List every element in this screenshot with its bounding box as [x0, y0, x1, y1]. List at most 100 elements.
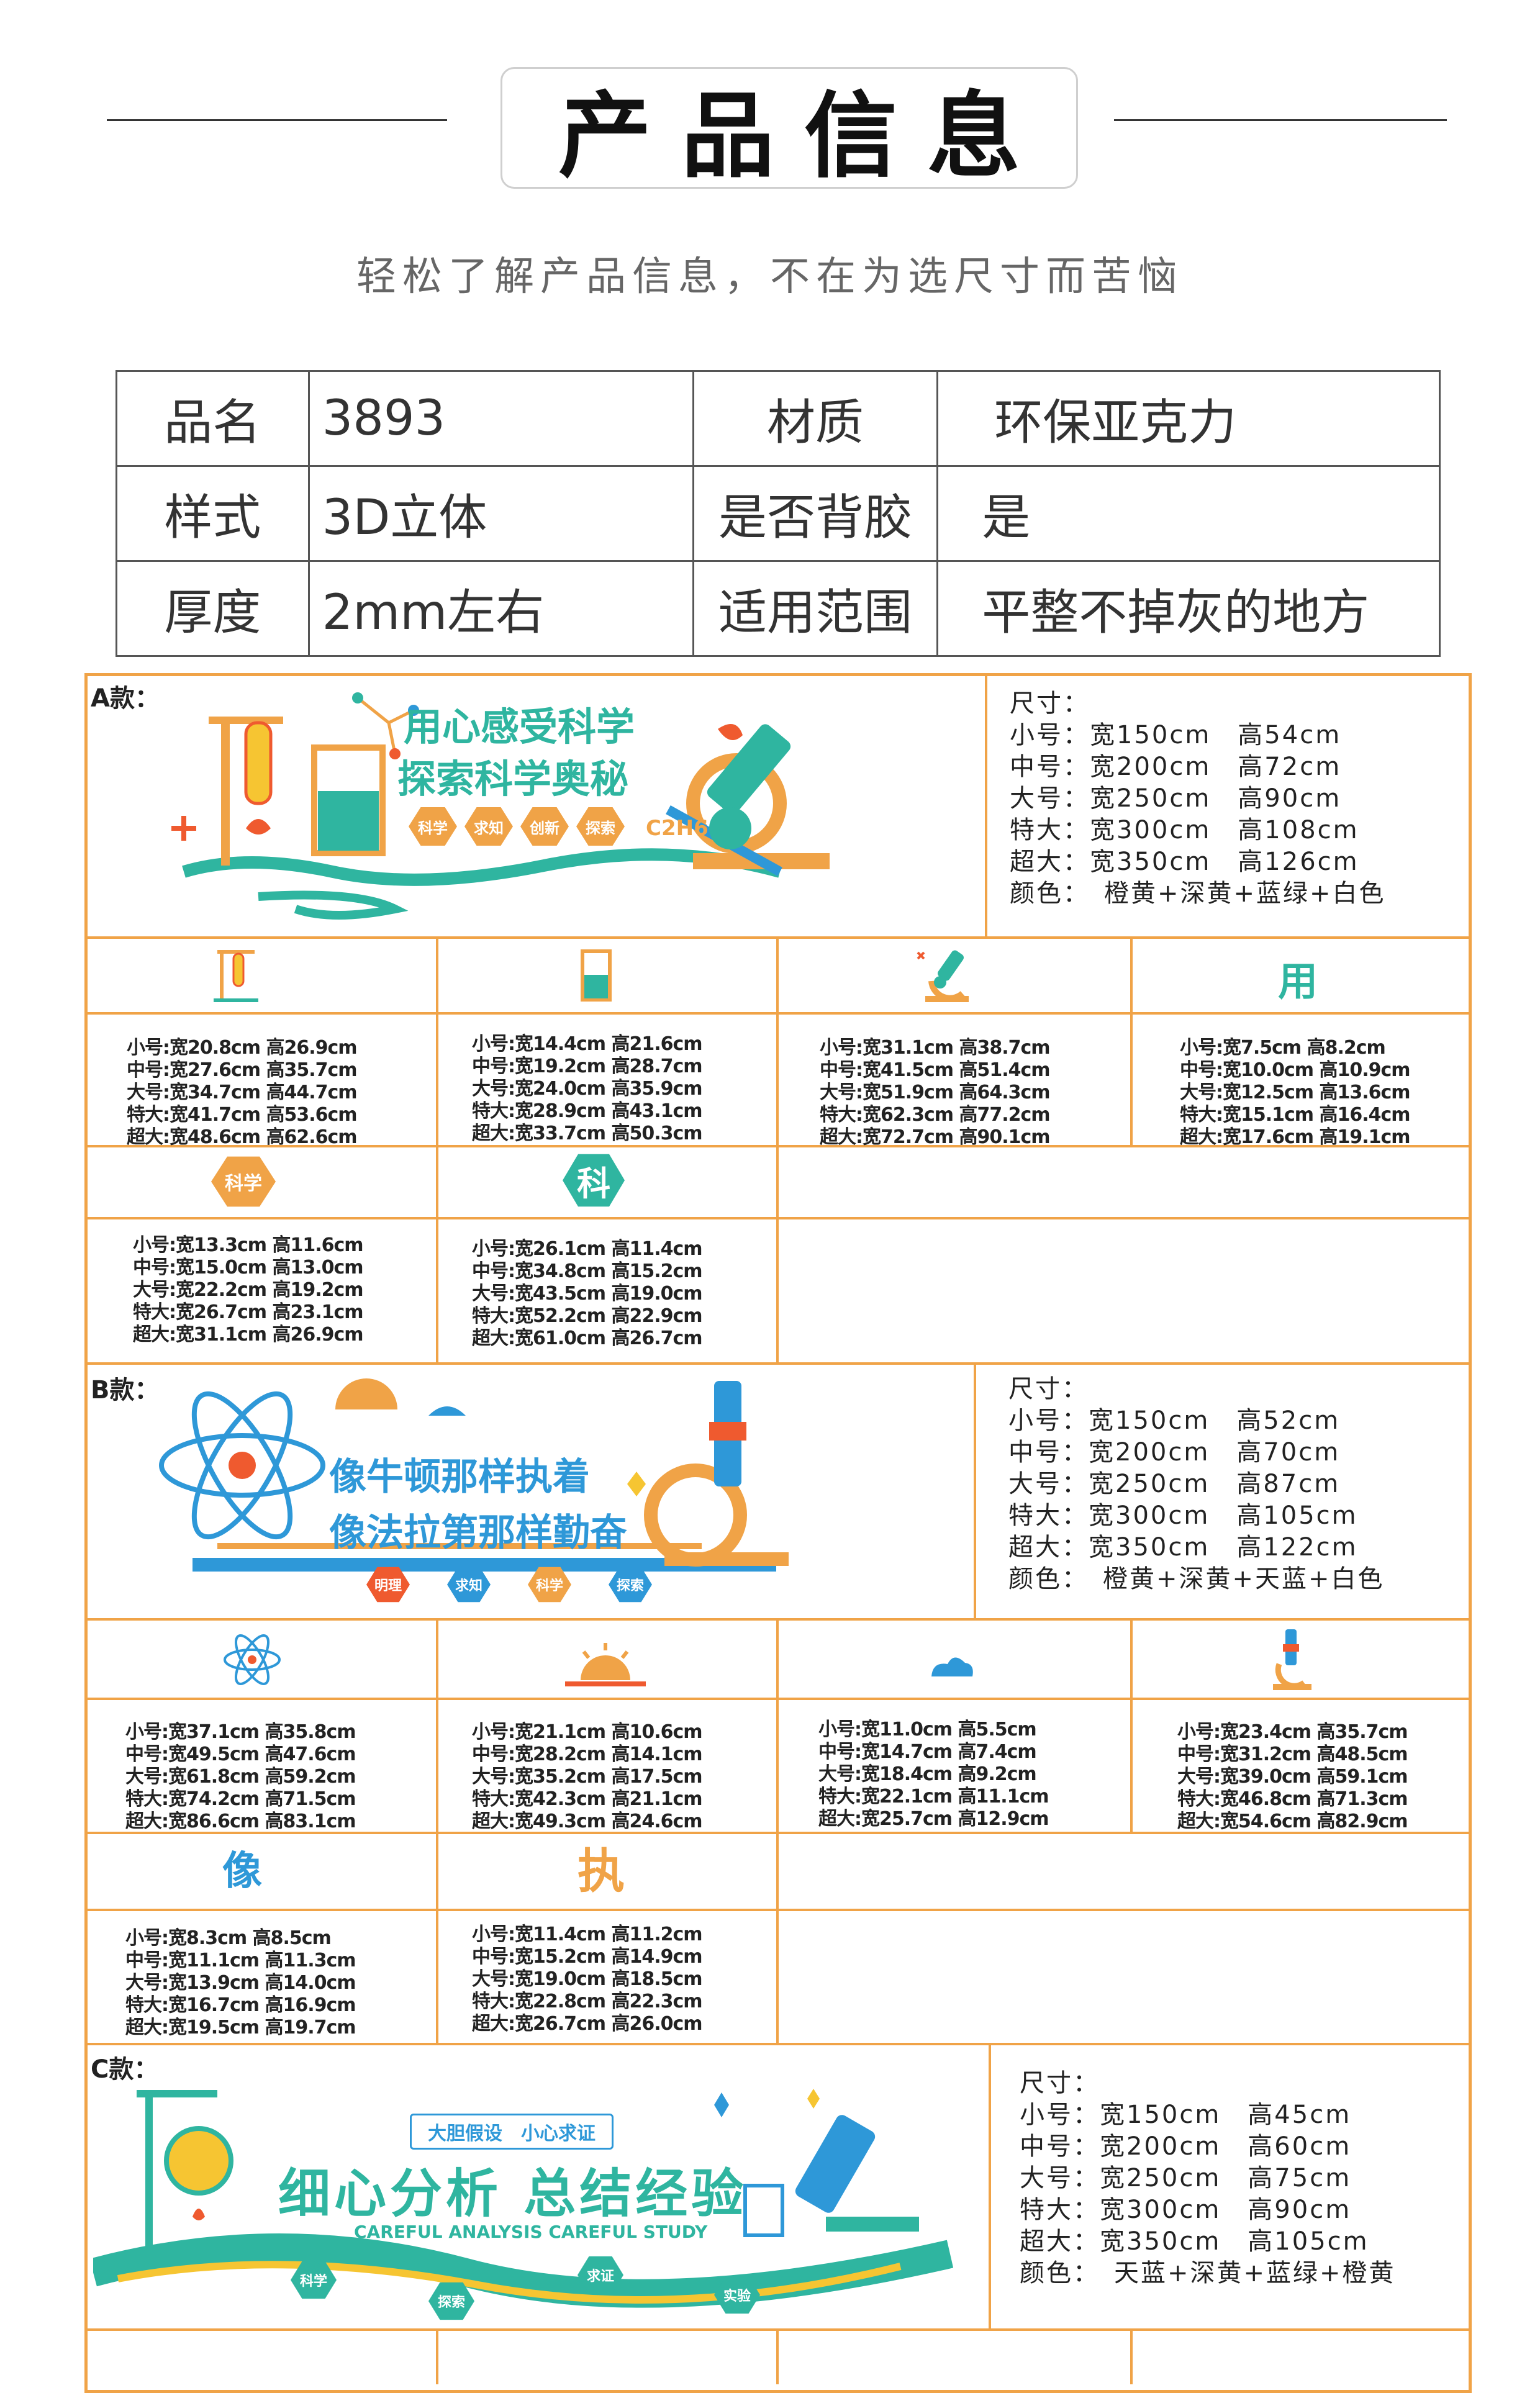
grid-line	[989, 2043, 991, 2330]
grid-line	[436, 2328, 438, 2384]
size-line: 小号：宽150cm 高54cm	[1010, 721, 1342, 749]
size-line: 大号：宽250cm 高87cm	[1008, 1470, 1341, 1498]
size-line: 特大：宽300cm 高108cm	[1010, 816, 1359, 844]
section-c-size-list: 尺寸： 小号：宽150cm 高45cm 中号：宽200cm 高60cm 大号：宽…	[1020, 2068, 1396, 2289]
size-line: 大号：宽250cm 高75cm	[1020, 2164, 1352, 2192]
cloud-icon	[931, 1657, 973, 1676]
atom-icon	[224, 1634, 281, 1685]
microscope-icon	[917, 950, 969, 1002]
char-xiang: 像	[222, 1848, 262, 1894]
hex-tag-ke: 科	[563, 1154, 625, 1207]
section-c-english-line: CAREFUL ANALYSIS CAREFUL STUDY	[354, 2222, 708, 2242]
hex-tag-kexue: 科学	[211, 1156, 276, 1207]
grid-line	[87, 1362, 1469, 1365]
size-line: 特大：宽300cm 高105cm	[1008, 1501, 1358, 1530]
section-b-banner-art	[159, 1378, 789, 1572]
grid-line	[1130, 936, 1133, 1145]
table-row: 品名 3893 材质 环保亚克力	[116, 370, 1441, 467]
table-row: 样式 3D立体 是否背胶 是	[116, 465, 1441, 562]
grid-line	[974, 1362, 976, 1619]
section-a-banner-line1: 用心感受科学	[404, 704, 635, 749]
grid-line	[776, 936, 779, 1362]
section-a-banner-line2: 探索科学奥秘	[397, 756, 629, 802]
grid-line	[1130, 2328, 1133, 2384]
microscope-icon	[1273, 1629, 1311, 1690]
char-yong: 用	[1278, 959, 1318, 1005]
test-tube-stand-icon	[214, 950, 258, 1002]
section-c-ribbon: 大胆假设 小心求证	[410, 2114, 614, 2150]
sun-icon	[565, 1643, 646, 1686]
info-key-style: 样式	[116, 465, 310, 562]
beaker-icon	[581, 949, 612, 1002]
info-value-scope: 平整不掉灰的地方	[936, 560, 1441, 657]
info-key-adhesive: 是否背胶	[692, 465, 939, 562]
size-line: 中号：宽200cm 高72cm	[1010, 753, 1342, 781]
size-heading: 尺寸：	[1020, 2069, 1100, 2097]
color-line: 颜色： 橙黄+深黄+天蓝+白色	[1008, 1565, 1385, 1593]
section-b-size-list: 尺寸： 小号：宽150cm 高52cm 中号：宽200cm 高70cm 大号：宽…	[1008, 1373, 1385, 1595]
section-a-formula: C2H6	[646, 816, 709, 841]
section-c-tag: 求证	[578, 2256, 623, 2294]
section-c-label: C款：	[91, 2055, 159, 2084]
section-b-banner-line1: 像牛顿那样执着	[329, 1455, 590, 1499]
size-line: 超大：宽350cm 高105cm	[1020, 2227, 1369, 2256]
info-value-name: 3893	[307, 370, 694, 467]
size-heading: 尺寸：	[1010, 689, 1090, 718]
section-a-banner-art	[171, 692, 830, 920]
size-line: 大号：宽250cm 高90cm	[1010, 784, 1342, 813]
header-right-rule	[1114, 119, 1447, 121]
info-key-material: 材质	[692, 370, 939, 467]
grid-line	[985, 676, 987, 938]
section-c-banner-line1: 细心分析 总结经验	[278, 2163, 748, 2224]
size-line: 中号：宽200cm 高60cm	[1020, 2132, 1352, 2161]
page-title: 产品信息	[558, 82, 1050, 191]
section-c-banner-art	[93, 2089, 954, 2308]
info-key-name: 品名	[116, 370, 310, 467]
grid-line	[1130, 1618, 1133, 1832]
size-line: 超大：宽350cm 高122cm	[1008, 1533, 1358, 1562]
section-c-tag: 实验	[714, 2276, 760, 2314]
info-value-material: 环保亚克力	[936, 370, 1441, 467]
info-value-adhesive: 是	[936, 465, 1441, 562]
title-box: 产品信息	[500, 67, 1078, 191]
section-b-banner-line2: 像法拉第那样勤奋	[329, 1511, 627, 1555]
info-key-scope: 适用范围	[692, 560, 939, 657]
color-line: 颜色： 天蓝+深黄+蓝绿+橙黄	[1020, 2259, 1396, 2287]
info-value-thickness: 2mm左右	[307, 560, 694, 657]
section-a-label: A款：	[91, 684, 160, 713]
info-value-style: 3D立体	[307, 465, 694, 562]
page-subtitle: 轻松了解产品信息，不在为选尺寸而苦恼	[356, 254, 1184, 300]
size-line: 小号：宽150cm 高45cm	[1020, 2101, 1352, 2129]
size-line: 小号：宽150cm 高52cm	[1008, 1406, 1341, 1435]
grid-line	[87, 2043, 1469, 2045]
section-c-tag: 科学	[291, 2261, 337, 2299]
section-c-tag: 探索	[428, 2282, 474, 2320]
size-line: 特大：宽300cm 高90cm	[1020, 2196, 1352, 2224]
table-row: 厚度 2mm左右 适用范围 平整不掉灰的地方	[116, 560, 1441, 657]
grid-line	[776, 1618, 779, 2043]
section-a-size-list: 尺寸： 小号：宽150cm 高54cm 中号：宽200cm 高72cm 大号：宽…	[1010, 688, 1386, 910]
size-heading: 尺寸：	[1008, 1375, 1089, 1403]
size-line: 中号：宽200cm 高70cm	[1008, 1438, 1341, 1467]
grid-line	[776, 2328, 779, 2384]
section-b-label: B款：	[91, 1376, 160, 1405]
grid-line	[436, 936, 438, 1362]
size-line: 超大：宽350cm 高126cm	[1010, 848, 1359, 876]
char-zhi: 执	[578, 1843, 625, 1899]
color-line: 颜色： 橙黄+深黄+蓝绿+白色	[1010, 879, 1386, 908]
product-info-table: 品名 3893 材质 环保亚克力 样式 3D立体 是否背胶 是 厚度 2mm左右…	[116, 370, 1441, 657]
grid-line	[436, 1618, 438, 2043]
header-left-rule	[107, 119, 447, 121]
